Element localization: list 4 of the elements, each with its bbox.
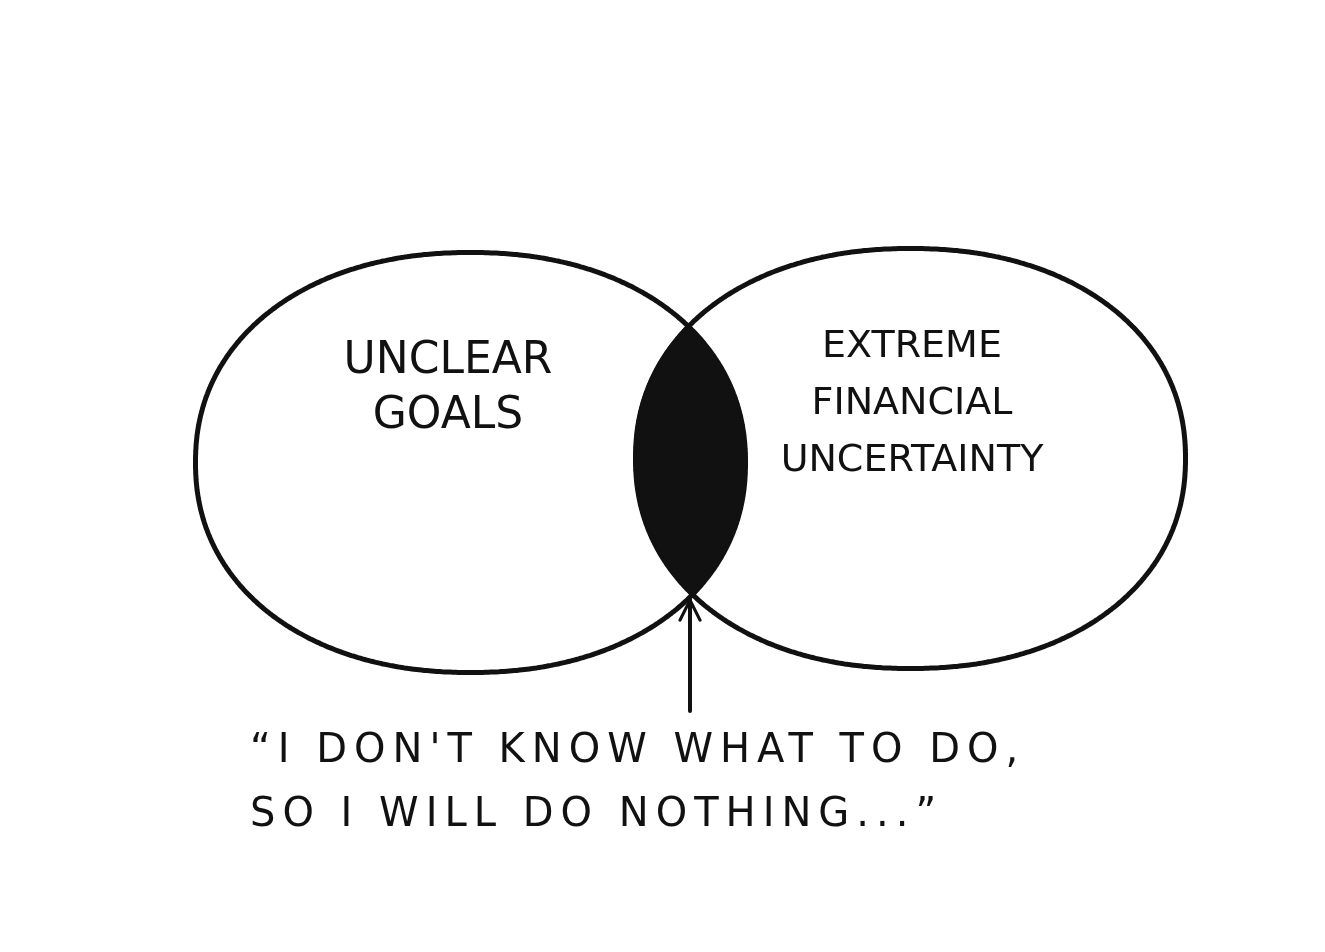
set-label: UNCLEAR GOALS [342, 331, 554, 440]
arrow [678, 598, 702, 713]
quote-text: “I DON'T KNOW WHAT TO DO, SO I WILL DO NOTHING...” [250, 716, 1046, 844]
set-label: EXTREME FINANCIAL UNCERTAINTY [779, 321, 1045, 482]
